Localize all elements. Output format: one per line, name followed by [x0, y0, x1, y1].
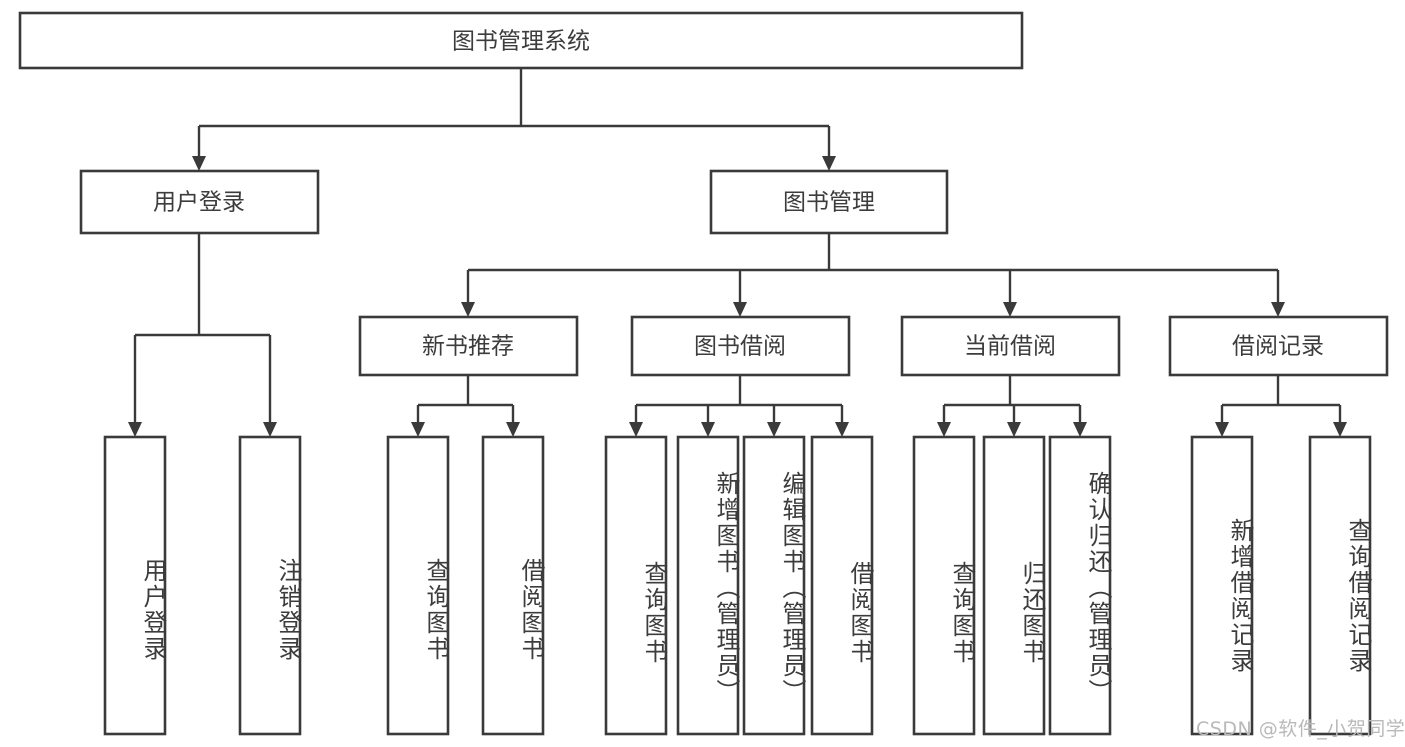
node-box-leaf-new-book-0[interactable] — [386, 435, 450, 736]
arrowhead-user-login — [192, 156, 206, 171]
arrowhead-borrow-record-leaf-0 — [1215, 422, 1229, 437]
node-box-current-borrow[interactable] — [900, 315, 1121, 377]
node-box-user-login[interactable] — [79, 169, 320, 235]
arrowhead-book-borrow-leaf-1 — [701, 422, 715, 437]
connector-group-user-login — [128, 233, 277, 437]
node-box-leaf-new-book-1[interactable] — [481, 435, 545, 736]
arrowhead-borrow-record — [1271, 302, 1285, 317]
node-box-leaf-book-borrow-3[interactable] — [810, 435, 874, 736]
connector-group-borrow-record — [1215, 375, 1347, 437]
node-box-leaf-current-borrow-0[interactable] — [912, 435, 976, 736]
connector-group-book-borrow — [629, 375, 849, 437]
arrowhead-new-book-leaf-1 — [506, 422, 520, 437]
csdn-watermark: CSDN @软件_小贺同学 — [1196, 718, 1405, 740]
connector-group-current-borrow — [937, 375, 1087, 437]
arrowhead-borrow-record-leaf-1 — [1333, 422, 1347, 437]
node-label-borrow-record: 借阅记录 — [1232, 334, 1324, 360]
arrowhead-user-login-leaf-0 — [128, 422, 142, 437]
arrowhead-new-book — [461, 302, 475, 317]
node-box-borrow-record[interactable] — [1168, 315, 1389, 377]
node-box-leaf-borrow-record-0[interactable] — [1190, 435, 1254, 736]
node-box-root[interactable] — [18, 11, 1024, 70]
node-box-leaf-book-borrow-1[interactable] — [676, 435, 740, 736]
arrowhead-new-book-leaf-0 — [411, 422, 425, 437]
arrowhead-book-borrow-leaf-2 — [767, 422, 781, 437]
node-box-leaf-user-login-0[interactable] — [103, 435, 167, 736]
node-label-user-login: 用户登录 — [153, 190, 245, 216]
node-box-leaf-current-borrow-1[interactable] — [982, 435, 1046, 736]
arrowhead-current-borrow-leaf-0 — [937, 422, 951, 437]
node-label-current-borrow: 当前借阅 — [964, 334, 1056, 360]
node-box-book-mgmt[interactable] — [709, 169, 949, 235]
node-box-leaf-user-login-1[interactable] — [238, 435, 302, 736]
arrowhead-book-borrow-leaf-0 — [629, 422, 643, 437]
arrowhead-user-login-leaf-1 — [263, 422, 277, 437]
arrowhead-book-borrow — [733, 302, 747, 317]
node-label-root: 图书管理系统 — [452, 29, 590, 55]
arrowhead-book-mgmt — [822, 156, 836, 171]
arrowhead-current-borrow-leaf-1 — [1007, 422, 1021, 437]
node-box-new-book[interactable] — [358, 315, 579, 377]
node-box-leaf-book-borrow-2[interactable] — [742, 435, 806, 736]
connector-group-root — [192, 68, 836, 171]
arrowhead-current-borrow — [1003, 302, 1017, 317]
connector-group-book-mgmt — [461, 233, 1285, 317]
arrowhead-current-borrow-leaf-2 — [1073, 422, 1087, 437]
node-label-book-mgmt: 图书管理 — [783, 190, 875, 216]
node-label-new-book: 新书推荐 — [422, 334, 514, 360]
node-label-book-borrow: 图书借阅 — [694, 334, 786, 360]
connector-group-new-book — [411, 375, 520, 437]
node-box-book-borrow[interactable] — [630, 315, 851, 377]
node-box-leaf-book-borrow-0[interactable] — [604, 435, 668, 736]
node-box-leaf-borrow-record-1[interactable] — [1308, 435, 1372, 736]
node-box-leaf-current-borrow-2[interactable] — [1048, 435, 1112, 736]
arrowhead-book-borrow-leaf-3 — [835, 422, 849, 437]
